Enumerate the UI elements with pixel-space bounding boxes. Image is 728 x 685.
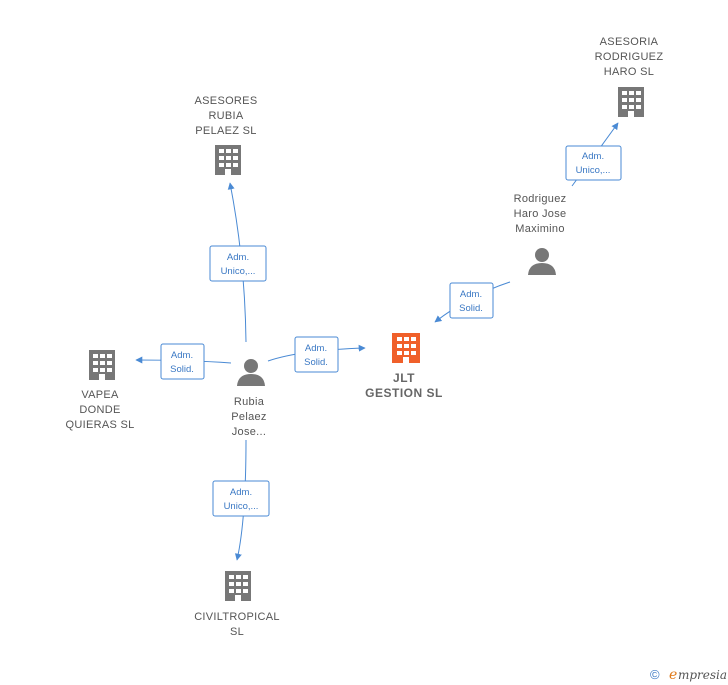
node-label-line: RODRIGUEZ — [595, 51, 664, 63]
building-icon — [89, 350, 115, 380]
node-asesores-rubia-pelaez[interactable]: ASESORES RUBIA PELAEZ SL — [195, 95, 258, 175]
node-label-line: Rubia — [234, 396, 265, 408]
edge-rubia-civil[interactable]: Adm. Unico,... — [212, 439, 270, 561]
node-label-line: Jose... — [232, 426, 267, 438]
person-icon — [528, 248, 556, 275]
edge-label-line1: Adm. — [460, 289, 482, 300]
node-label-line: Maximino — [515, 223, 564, 235]
building-icon — [225, 571, 251, 601]
node-label-line: DONDE — [79, 404, 120, 416]
edge-label-line2: Solid. — [459, 303, 483, 314]
edge-label-line2: Solid. — [304, 357, 328, 368]
edge-rubia-jlt[interactable]: Adm. Solid. — [267, 336, 366, 373]
edge-label-line1: Adm. — [227, 252, 249, 263]
node-label-line: QUIERAS SL — [65, 419, 134, 431]
node-label-line: Haro Jose — [514, 208, 567, 220]
brand-logo-text: mpresia — [678, 668, 727, 682]
node-asesoria-rodriguez-haro[interactable]: ASESORIA RODRIGUEZ HARO SL — [595, 36, 664, 117]
edge-label-line1: Adm. — [582, 151, 604, 162]
node-label-line: PELAEZ SL — [195, 125, 256, 137]
edge-rodriguez-asesoria[interactable]: Adm. Unico,... — [565, 122, 622, 187]
node-label-line: Rodriguez — [514, 193, 567, 205]
edge-label-line2: Unico,... — [576, 165, 611, 176]
copyright-symbol: © — [650, 667, 660, 682]
edge-label-line1: Adm. — [171, 350, 193, 361]
node-jlt-gestion[interactable]: JLT GESTION SL — [365, 333, 443, 400]
node-civiltropical[interactable]: CIVILTROPICAL SL — [194, 571, 280, 638]
node-label-line: JLT — [393, 371, 415, 385]
edge-label-line2: Solid. — [170, 364, 194, 375]
node-label-line: HARO SL — [604, 66, 654, 78]
node-label-line: RUBIA — [208, 110, 243, 122]
node-person-rubia-pelaez[interactable]: Rubia Pelaez Jose... — [231, 359, 266, 438]
node-label-line: GESTION SL — [365, 386, 443, 400]
node-label-line: ASESORES — [195, 95, 258, 107]
edge-label-line1: Adm. — [305, 343, 327, 354]
building-icon — [392, 333, 420, 363]
edge-rodriguez-jlt[interactable]: Adm. Solid. — [434, 281, 511, 323]
node-label-line: SL — [230, 626, 244, 638]
edge-label-line2: Unico,... — [221, 266, 256, 277]
person-icon — [237, 359, 265, 386]
node-label-line: Pelaez — [231, 411, 266, 423]
node-label-line: VAPEA — [81, 389, 119, 401]
building-icon — [215, 145, 241, 175]
node-person-rodriguez-haro[interactable]: Rodriguez Haro Jose Maximino — [514, 193, 567, 275]
node-label-line: CIVILTROPICAL — [194, 611, 280, 623]
brand-logo-initial: e — [669, 667, 677, 683]
node-vapea-donde-quieras[interactable]: VAPEA DONDE QUIERAS SL — [65, 350, 134, 431]
building-icon — [618, 87, 644, 117]
node-label-line: ASESORIA — [600, 36, 659, 48]
edge-rubia-vapea[interactable]: Adm. Solid. — [135, 343, 232, 380]
brand-footer: © e mpresia — [650, 667, 727, 683]
edge-rubia-asesores[interactable]: Adm. Unico,... — [209, 182, 267, 343]
edge-label-line2: Unico,... — [224, 501, 259, 512]
edge-label-line1: Adm. — [230, 487, 252, 498]
